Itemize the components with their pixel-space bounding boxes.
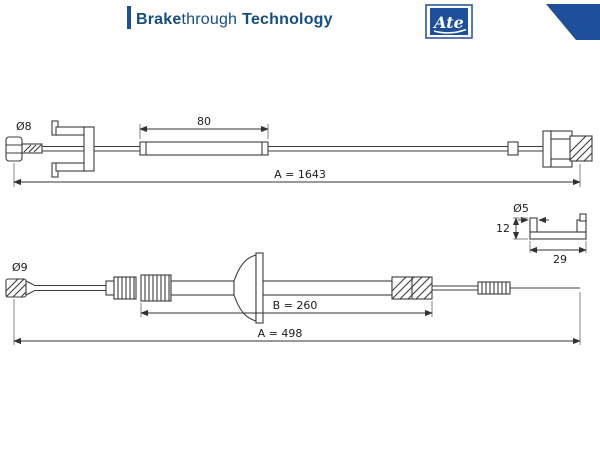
- top-cable-view: Ø8 80: [5, 115, 593, 187]
- header: Brakethrough Technology Ate: [127, 4, 600, 40]
- end-piece-ribs: [481, 282, 507, 294]
- grommet-bell: [233, 254, 257, 322]
- brand-slogan: Brakethrough Technology: [136, 11, 333, 28]
- dim-29: 29: [529, 241, 587, 266]
- bracket-left-tab: [529, 217, 538, 233]
- logo-swoosh: [433, 28, 467, 34]
- dim-b-label: B = 260: [273, 299, 318, 312]
- fork-back-plate: [83, 126, 95, 172]
- end-cap-taper: [25, 280, 35, 296]
- sleeve-hatch: [391, 276, 433, 300]
- dim-12-extensions: [513, 217, 528, 240]
- rod-right: [518, 145, 543, 152]
- conduit-end-marks: [145, 142, 263, 155]
- logo-text: Ate: [432, 13, 464, 32]
- grommet-flange: [255, 252, 264, 324]
- fork-arm-bottom: [55, 162, 87, 172]
- bracket-right-hook: [576, 219, 587, 233]
- cable-inner-right: [268, 145, 508, 152]
- fork2-arm-top: [550, 130, 573, 140]
- inner-cable-right: [432, 285, 478, 291]
- cable-inner-left: [94, 145, 140, 152]
- fork2-arm-bottom: [550, 158, 573, 168]
- left-clevis-fork: [51, 120, 95, 178]
- bracket-strip: [529, 231, 587, 240]
- cable-stop-fitting: [507, 141, 519, 156]
- rod-left: [42, 145, 84, 152]
- corrugation-ribs: [144, 275, 170, 301]
- adjuster-ribbed-body: [113, 276, 137, 300]
- right-clevis-fork: [542, 130, 593, 168]
- conduit-right-run: [262, 280, 393, 296]
- dim-b-260: B = 260: [140, 299, 433, 317]
- dim-12-label: 12: [496, 222, 510, 235]
- dim-a2-label: A = 498: [258, 327, 303, 340]
- brand-part2: through: [181, 11, 237, 28]
- dim-29-label: 29: [553, 253, 567, 266]
- cylinder-hatch: [569, 135, 593, 162]
- corrugated-section: [140, 274, 172, 302]
- top-diameter-label: Ø8: [16, 120, 32, 133]
- bottom-cable-view: Ø9 B = 260 A = 498: [5, 252, 581, 345]
- dim-a-1643: A = 1643: [13, 163, 581, 187]
- conduit-segment-80: [139, 141, 269, 156]
- adjuster-nut: [105, 280, 115, 296]
- brand-accent-bar: [127, 6, 131, 29]
- barrel-detail-lines: [6, 144, 22, 154]
- conduit-left-run: [170, 280, 235, 296]
- shaft-hatch: [23, 144, 42, 153]
- fork-arm-top: [55, 126, 87, 136]
- dim-80: 80: [139, 115, 269, 139]
- adjuster-ribs: [117, 277, 135, 299]
- bracket-hole-dim-label: Ø5: [513, 202, 529, 215]
- corner-flag: [546, 4, 600, 40]
- dim-a2-extensions: [13, 292, 581, 345]
- dim-a-498: A = 498: [13, 292, 581, 345]
- end-cap-hatch: [5, 278, 27, 298]
- dim-80-label: 80: [197, 115, 211, 128]
- brand-part1: Brake: [136, 11, 181, 28]
- top-left-barrel-fitting: [5, 136, 23, 162]
- dim-a-label: A = 1643: [274, 168, 326, 181]
- bottom-diameter-label: Ø9: [12, 261, 28, 274]
- dim-12: 12: [496, 217, 528, 240]
- ate-logo: Ate: [425, 4, 473, 39]
- fork2-back-plate: [542, 130, 552, 168]
- bracket-hook-lip: [579, 213, 587, 222]
- cable-left-run: [34, 284, 106, 292]
- brand-part3: Technology: [242, 11, 333, 28]
- bracket-detail-view: Ø5 12 29: [496, 202, 587, 266]
- dim-29-extensions: [529, 241, 587, 253]
